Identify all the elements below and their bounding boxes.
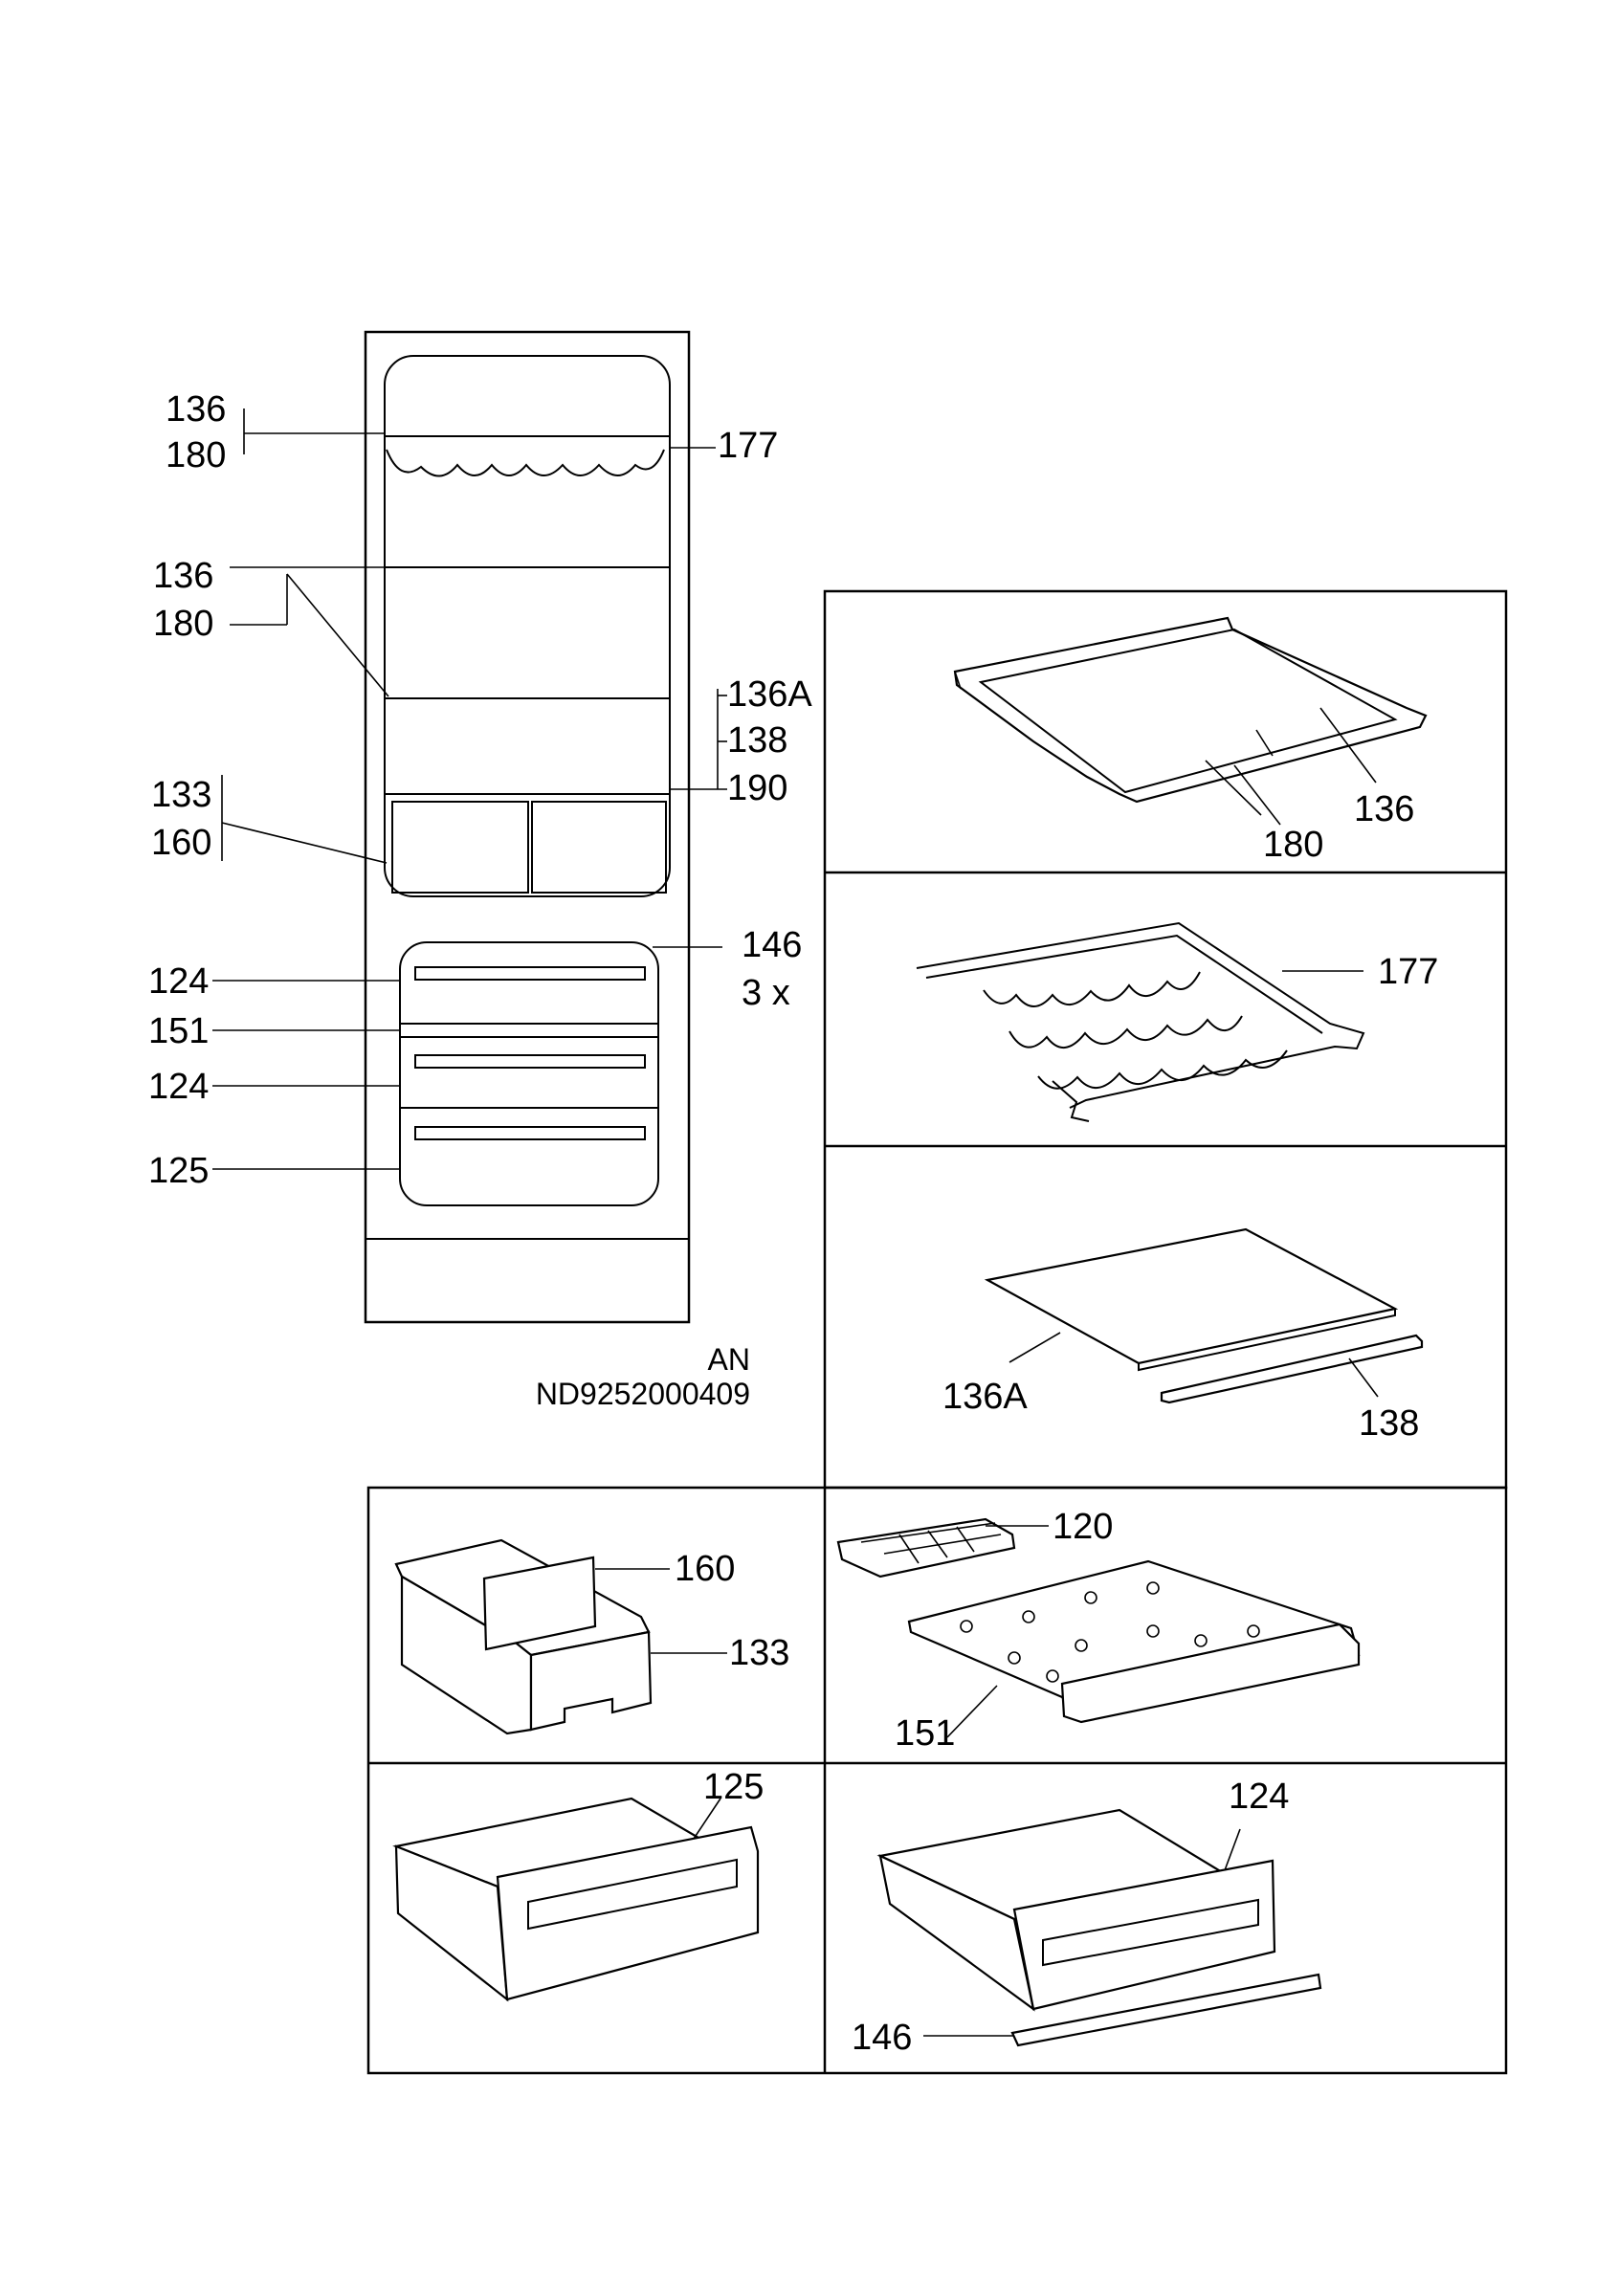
panel-grid <box>366 589 1508 2075</box>
label-136-middle: 136 <box>153 556 213 596</box>
panel-glass-shelf <box>953 616 1428 826</box>
bottle-rack-label-177: 177 <box>1378 952 1438 992</box>
label-160: 160 <box>151 823 211 863</box>
panel-drawer-large <box>392 1797 760 2002</box>
panel-ice-tray <box>836 1517 1361 1738</box>
label-124-upper: 124 <box>148 961 209 1002</box>
label-177: 177 <box>718 426 778 466</box>
glass-shelf-label-180: 180 <box>1263 825 1323 865</box>
fridge-cabinet <box>364 330 691 1324</box>
ice-tray-label-120: 120 <box>1053 1507 1113 1547</box>
drawer-small-label-124: 124 <box>1229 1777 1289 1817</box>
freezer-shelf-label-151: 151 <box>895 1713 955 1754</box>
cover-plate-label-136A: 136A <box>942 1377 1028 1417</box>
doc-code-line2: ND9252000409 <box>536 1377 750 1411</box>
label-151: 151 <box>148 1011 209 1051</box>
doc-code-line1: AN <box>708 1342 750 1377</box>
label-124-lower: 124 <box>148 1067 209 1107</box>
label-180-middle: 180 <box>153 604 213 644</box>
panel-cover-plate <box>984 1227 1424 1404</box>
label-136A: 136A <box>727 674 812 715</box>
glass-shelf-label-136: 136 <box>1354 789 1414 829</box>
panel-box <box>394 1538 727 1735</box>
drawer-large-label-125: 125 <box>703 1767 764 1807</box>
panel-drawer-small <box>876 1808 1322 2047</box>
label-136-top: 136 <box>166 389 226 430</box>
drawer-strip-label-146: 146 <box>852 2018 912 2058</box>
panel-bottle-rack <box>916 921 1365 1122</box>
label-190: 190 <box>727 768 787 808</box>
cover-plate-label-138: 138 <box>1359 1403 1419 1444</box>
label-125: 125 <box>148 1151 209 1191</box>
cabinet-leader-lines <box>212 408 727 1170</box>
label-3x: 3 x <box>742 973 790 1013</box>
label-146: 146 <box>742 925 802 965</box>
label-133: 133 <box>151 775 211 815</box>
label-138: 138 <box>727 720 787 761</box>
box-label-133: 133 <box>729 1633 789 1673</box>
label-180-top: 180 <box>166 435 226 475</box>
box-label-160: 160 <box>675 1549 735 1589</box>
